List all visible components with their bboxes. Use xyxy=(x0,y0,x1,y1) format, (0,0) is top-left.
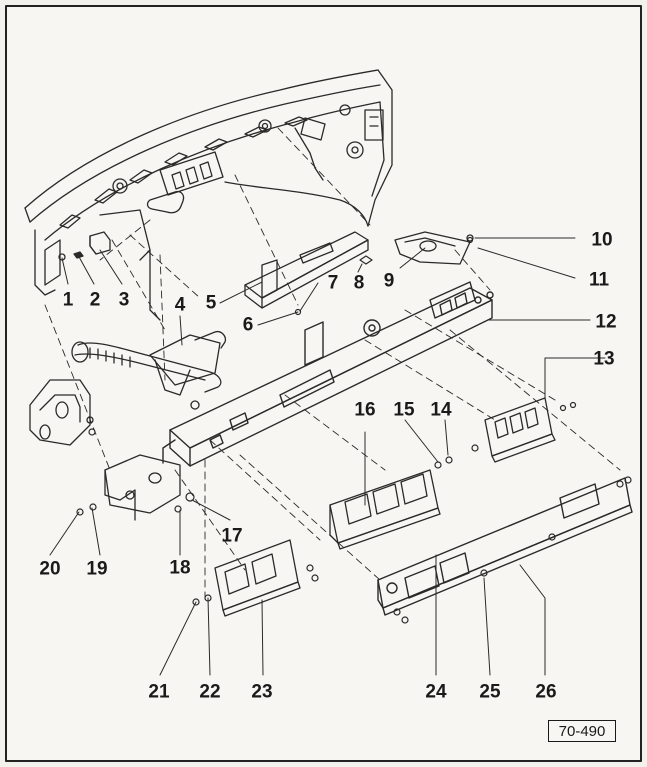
left-side-bracket xyxy=(29,379,181,521)
callout-4: 4 xyxy=(174,294,186,316)
callout-1: 1 xyxy=(62,289,74,311)
callout-26: 26 xyxy=(535,681,557,703)
vent-16 xyxy=(329,469,441,550)
callout-7: 7 xyxy=(327,272,339,294)
diagram-frame xyxy=(5,5,642,762)
callout-9: 9 xyxy=(383,270,395,292)
callout-10: 10 xyxy=(591,229,613,251)
callout-11: 11 xyxy=(588,269,610,291)
callout-3: 3 xyxy=(118,289,130,311)
callout-25: 25 xyxy=(479,681,501,703)
callout-22: 22 xyxy=(199,681,221,703)
callout-5: 5 xyxy=(205,292,217,314)
callout-12: 12 xyxy=(595,311,617,333)
callout-15: 15 xyxy=(393,399,415,421)
assembly-dashed-lines xyxy=(44,127,621,601)
callout-23: 23 xyxy=(251,681,273,703)
bracket-5 xyxy=(244,231,369,309)
vent-13 xyxy=(484,397,556,463)
callout-20: 20 xyxy=(39,558,61,580)
fasteners xyxy=(76,236,632,624)
callout-2: 2 xyxy=(89,289,101,311)
steering-column xyxy=(71,330,227,410)
item-8-shape xyxy=(359,255,373,265)
callout-17: 17 xyxy=(221,525,243,547)
figure-reference-label: 70-490 xyxy=(548,720,616,742)
vent-23 xyxy=(214,539,301,617)
callout-19: 19 xyxy=(86,558,108,580)
callout-13: 13 xyxy=(593,348,615,370)
bracket-9 xyxy=(394,231,474,265)
callout-18: 18 xyxy=(169,557,191,579)
crossmember xyxy=(162,281,494,467)
callout-24: 24 xyxy=(425,681,447,703)
callout-6: 6 xyxy=(242,314,254,336)
leader-lines xyxy=(49,237,606,676)
callout-8: 8 xyxy=(353,272,365,294)
callout-21: 21 xyxy=(148,681,170,703)
dashboard-body xyxy=(24,69,393,321)
trim-24 xyxy=(377,477,633,616)
callout-14: 14 xyxy=(430,399,452,421)
callout-16: 16 xyxy=(354,399,376,421)
